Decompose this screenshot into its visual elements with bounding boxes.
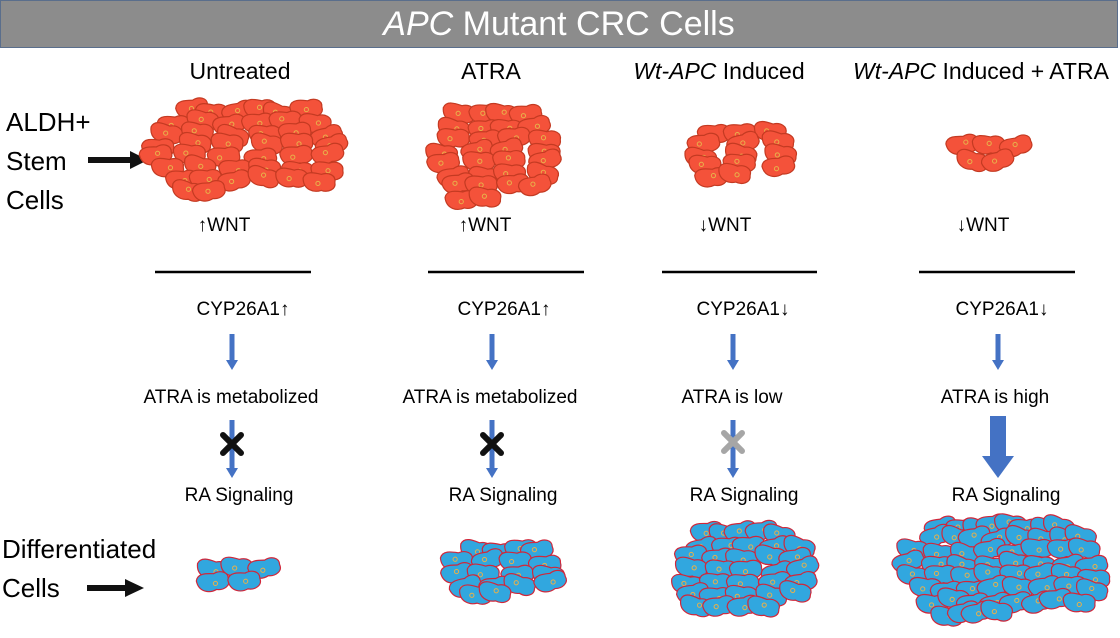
differentiated-cell [478, 581, 512, 604]
down-arrow [226, 334, 238, 370]
differentiated-cell [747, 595, 780, 618]
ra-signaling-label: RA Signaling [951, 485, 1061, 506]
title-italic: APC [383, 5, 454, 43]
wnt-label: ↓WNT [698, 215, 752, 236]
cyp26a1-label: CYP26A1↑ [457, 299, 551, 320]
differentiated-cell [1062, 592, 1096, 613]
stem-cell [980, 148, 1015, 172]
atra-status-label: ATRA is low [681, 387, 783, 408]
column-header-atra: ATRA [461, 58, 521, 85]
stem-label-line: Stem [6, 146, 67, 176]
wnt-label: ↑WNT [197, 215, 251, 236]
stem-cell [191, 180, 226, 202]
stem-cell [761, 155, 796, 178]
stem-cells-label: ALDH+ Stem Cells [6, 103, 91, 220]
stem-cell [468, 186, 502, 208]
stem-cell [718, 162, 752, 184]
differentiated-cells-label: Differentiated Cells [2, 530, 156, 608]
header-text: ATRA [461, 58, 521, 84]
ra-signaling-label: RA Signaling [448, 485, 558, 506]
diff-pointer-arrow [87, 579, 144, 597]
cyp26a1-label: CYP26A1↓ [696, 299, 790, 320]
block-x-icon [220, 432, 244, 456]
stem-label-line: ALDH+ [6, 107, 91, 137]
header-italic: Wt-APC [853, 58, 937, 84]
atra-status-label: ATRA is metabolized [402, 387, 578, 408]
header-text: Induced + ATRA [936, 58, 1109, 84]
pathway-arrows [220, 334, 1014, 478]
stem-pointer-arrow [88, 151, 148, 169]
diff-label-line: Differentiated [2, 534, 157, 564]
header-text: Untreated [189, 58, 291, 84]
title-text: Mutant CRC Cells [453, 5, 735, 43]
down-arrow [486, 334, 498, 370]
strong-down-arrow [982, 416, 1014, 478]
block-x-icon [480, 432, 504, 456]
header-text: Induced [716, 58, 805, 84]
cell-clusters [138, 97, 1111, 627]
down-arrow [727, 334, 739, 370]
header-italic: Wt-APC [633, 58, 717, 84]
column-header-untreated: Untreated [189, 58, 290, 85]
differentiated-cell [227, 570, 262, 592]
differentiated-cell [980, 599, 1013, 622]
column-header-wt-apc-induced: Wt-APC Induced [633, 58, 804, 85]
title-banner: APC Mutant CRC Cells [0, 0, 1118, 48]
wnt-label: ↓WNT [956, 215, 1010, 236]
differentiated-cell [503, 573, 536, 597]
atra-status-label: ATRA is metabolized [143, 387, 319, 408]
stem-cell [302, 172, 336, 192]
cyp26a1-label: CYP26A1↑ [196, 299, 290, 320]
down-arrow [992, 334, 1004, 370]
atra-status-label: ATRA is high [940, 387, 1050, 408]
differentiated-cell [533, 569, 567, 593]
ra-signaling-label: RA Signaling [184, 485, 294, 506]
column-header-wt-apc-induced-atra: Wt-APC Induced + ATRA [853, 58, 1109, 85]
stem-label-line: Cells [6, 185, 64, 215]
ra-signaling-label: RA Signaling [689, 485, 799, 506]
cyp26a1-label: CYP26A1↓ [955, 299, 1049, 320]
diff-label-line: Cells [2, 573, 60, 603]
stem-cell [517, 173, 552, 197]
faded-block-x-icon [721, 430, 745, 454]
differentiated-cell [779, 580, 812, 603]
wnt-label: ↑WNT [458, 215, 512, 236]
